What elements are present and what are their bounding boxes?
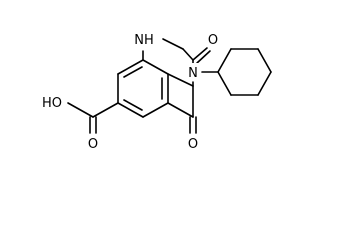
nh-label-mask: [136, 30, 162, 48]
chemical-structure-diagram: NH N O O HO O: [41, 30, 272, 152]
bond-c7-cacid: [92, 102, 119, 118]
bond-c4a-c8a: [142, 59, 169, 75]
bond-n1-c2: [162, 38, 184, 50]
cyclohexyl-ring: [217, 48, 272, 96]
bond-c2-n3-upper: [182, 48, 194, 61]
carbonyl-c4: [189, 116, 197, 134]
bond-c7-c6: [117, 102, 144, 118]
bond-c2-o-a: [192, 47, 208, 61]
carbonyl-c2: [192, 47, 211, 64]
bond-c6-c5: [142, 102, 169, 118]
bond-c2-o-b: [196, 50, 211, 64]
o-bottom-atom-label: O: [188, 137, 198, 152]
carboxylic-acid-group: [67, 102, 119, 134]
n-label-mask: [186, 63, 201, 81]
bond-cy4-cy5: [257, 71, 272, 96]
acid-carbonyl-o-atom-label: O: [88, 137, 98, 152]
bond-c4-c4a: [167, 73, 194, 87]
bond-cy6-cy1: [217, 71, 232, 96]
bond-c4-c4a-lower: [167, 102, 194, 118]
bond-cy3-cy4: [257, 48, 272, 73]
hydroxyl-atom-label: HO: [42, 96, 62, 111]
bond-cy1-cy2: [217, 48, 232, 73]
o-top-atom-label: O: [208, 33, 218, 48]
bond-cacid-oh: [67, 102, 94, 118]
bond-c8a-c8: [117, 59, 144, 75]
double-bond-c8a-c8-inner: [123, 66, 143, 78]
n-atom-label: N: [188, 66, 198, 81]
benzene-ring: [117, 59, 169, 118]
pyrimidinedione-ring: [142, 38, 194, 118]
nh-atom-label: NH: [134, 33, 154, 48]
double-bond-c7-c6-inner: [123, 99, 143, 111]
